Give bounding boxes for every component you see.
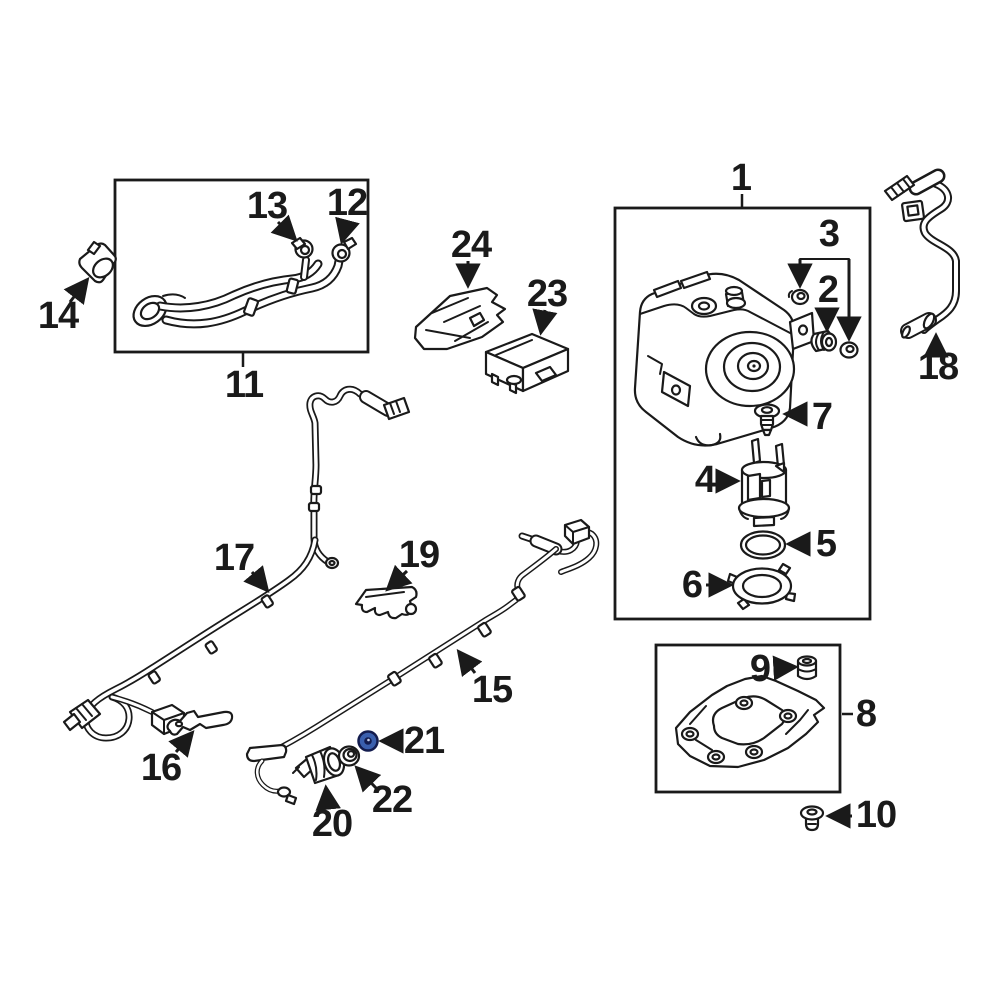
callout-5[interactable]: 5 xyxy=(815,523,837,565)
callout-6[interactable]: 6 xyxy=(681,564,703,606)
part-3-grommet-lower xyxy=(839,341,859,359)
callout-10[interactable]: 10 xyxy=(855,794,897,836)
callout-8[interactable]: 8 xyxy=(855,693,877,735)
part-22-seal xyxy=(337,745,382,793)
callout-23[interactable]: 23 xyxy=(526,273,568,315)
part-7-push-pin xyxy=(753,403,781,437)
callout-13[interactable]: 13 xyxy=(246,185,288,227)
part-13-clamp xyxy=(290,236,314,259)
part-1-canister xyxy=(633,270,816,447)
part-15-vent-tube xyxy=(245,518,600,806)
callout-9[interactable]: 9 xyxy=(749,648,771,690)
part-group-canister xyxy=(613,194,872,621)
callout-19[interactable]: 19 xyxy=(398,534,440,576)
part-3-grommet-upper xyxy=(787,288,810,306)
part-17-wiring-harness xyxy=(62,385,411,742)
part-group-mount-bracket xyxy=(654,643,853,794)
callout-15[interactable]: 15 xyxy=(471,669,513,711)
part-4-vent-valve xyxy=(737,437,791,528)
part-6-lock-ring xyxy=(726,562,797,611)
callout-21[interactable]: 21 xyxy=(403,720,445,762)
part-10-fastener xyxy=(799,803,852,832)
callout-1[interactable]: 1 xyxy=(730,157,752,199)
part-9-bushing xyxy=(796,655,818,681)
part-16-bracket xyxy=(166,709,234,758)
part-5-o-ring xyxy=(739,530,787,560)
callout-20[interactable]: 20 xyxy=(311,803,353,845)
part-24-bracket xyxy=(413,261,507,351)
callout-18[interactable]: 18 xyxy=(917,346,959,388)
callout-4[interactable]: 4 xyxy=(694,459,716,501)
callout-14[interactable]: 14 xyxy=(37,295,79,337)
part-21-grommet-highlighted[interactable] xyxy=(357,728,404,754)
part-8-bracket xyxy=(674,674,826,769)
callout-7[interactable]: 7 xyxy=(811,396,833,438)
part-19-clip-bracket xyxy=(354,564,418,620)
callout-2[interactable]: 2 xyxy=(817,269,839,311)
part-12-clamp xyxy=(331,236,358,263)
part-23-module xyxy=(484,308,570,395)
group-box-8 xyxy=(654,643,842,794)
callout-22[interactable]: 22 xyxy=(371,779,413,821)
group-box-11 xyxy=(113,178,370,354)
callout-16[interactable]: 16 xyxy=(140,747,182,789)
callout-12[interactable]: 12 xyxy=(326,182,368,224)
part-18-sensor-harness xyxy=(883,168,960,358)
part-group-filler-pipe xyxy=(113,178,370,367)
callout-17[interactable]: 17 xyxy=(213,537,255,579)
part-2-bushing xyxy=(810,329,838,353)
callout-11[interactable]: 11 xyxy=(224,364,264,406)
callout-24[interactable]: 24 xyxy=(450,224,492,266)
callout-3[interactable]: 3 xyxy=(818,213,840,255)
part-14-cap xyxy=(63,240,117,305)
